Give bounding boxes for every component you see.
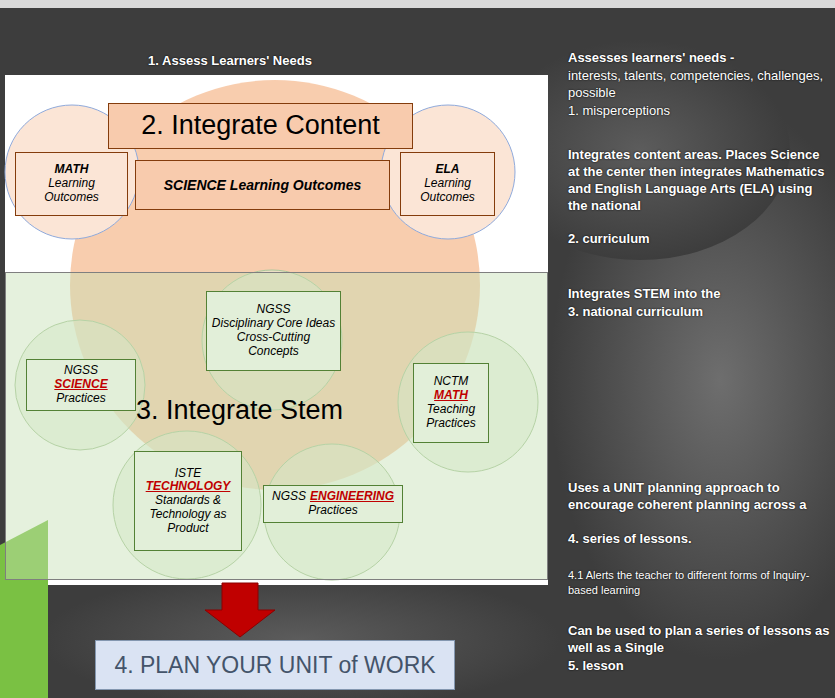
face-shade [40,570,560,698]
standard-box: NGSSDisciplinary Core Ideas Cross-Cuttin… [206,291,341,371]
box-text: Learning Outcomes [405,177,490,205]
step-heading: 1. Assess Learners' Needs [130,52,330,69]
note-text: interests, talents, competencies, challe… [568,67,830,101]
plan-box: 4. PLAN YOUR UNIT of WORK [95,640,455,690]
note-text: 4.1 Alerts the teacher to different form… [568,568,830,598]
note-text: 4. series of lessons. [568,530,830,547]
box-text: 4. PLAN YOUR UNIT of WORK [114,652,435,678]
box-text: NCTM [434,375,469,389]
box-text: ENGINEERING [310,490,394,504]
stem-band: 3. Integrate StemNGSSDisciplinary Core I… [5,272,548,580]
box-text: ELA [436,163,460,177]
outcome-box: MATHLearning Outcomes [15,152,128,216]
outcome-box: SCIENCE Learning Outcomes [135,160,390,210]
standard-box: NCTMMATHTeaching Practices [413,363,489,443]
flow-arrow [205,583,275,637]
box-text: ISTE [175,467,202,481]
box-text: NGSS [64,364,98,378]
note-text: 3. national curriculum [568,303,830,320]
box-text: Standards & Technology as Product [139,494,237,535]
note-text: Uses a UNIT planning approach to encoura… [568,479,830,513]
content-heading-box: 2. Integrate Content [108,103,413,149]
note-text: 2. curriculum [568,230,830,247]
note-text: Integrates STEM into the [568,285,830,302]
standard-box: ISTETECHNOLOGYStandards & Technology as … [134,451,242,551]
box-text: SCIENCE Learning Outcomes [164,177,362,193]
note-text: Can be used to plan a series of lessons … [568,622,830,656]
box-text: Practices [308,504,357,518]
box-text: Practices [56,392,105,406]
note-text: Assesses learners' needs - [568,49,830,66]
box-text: NGSS [256,303,290,317]
box-text: MATH [55,163,89,177]
note-text: Integrates content areas. Places Science… [568,146,830,214]
top-strip [0,0,835,8]
outcome-box: ELALearning Outcomes [400,152,495,216]
face-shade [550,100,835,660]
box-text: 2. Integrate Content [141,110,380,141]
box-text: Teaching Practices [418,403,484,431]
note-text: 5. lesson [568,657,830,674]
standard-box: NGSSSCIENCEPractices [26,359,136,411]
box-text: 3. Integrate Stem [136,395,343,426]
box-text: SCIENCE [54,378,107,392]
white-panel [5,75,548,585]
box-text: Learning Outcomes [20,177,123,205]
note-text: 1. misperceptions [568,102,830,119]
box-text: Disciplinary Core Ideas Cross-Cutting Co… [211,317,336,358]
box-text: MATH [434,389,468,403]
box-text: NGSS [272,490,306,504]
box-text: TECHNOLOGY [146,480,231,494]
standard-box: NGSS ENGINEERINGPractices [263,485,403,523]
